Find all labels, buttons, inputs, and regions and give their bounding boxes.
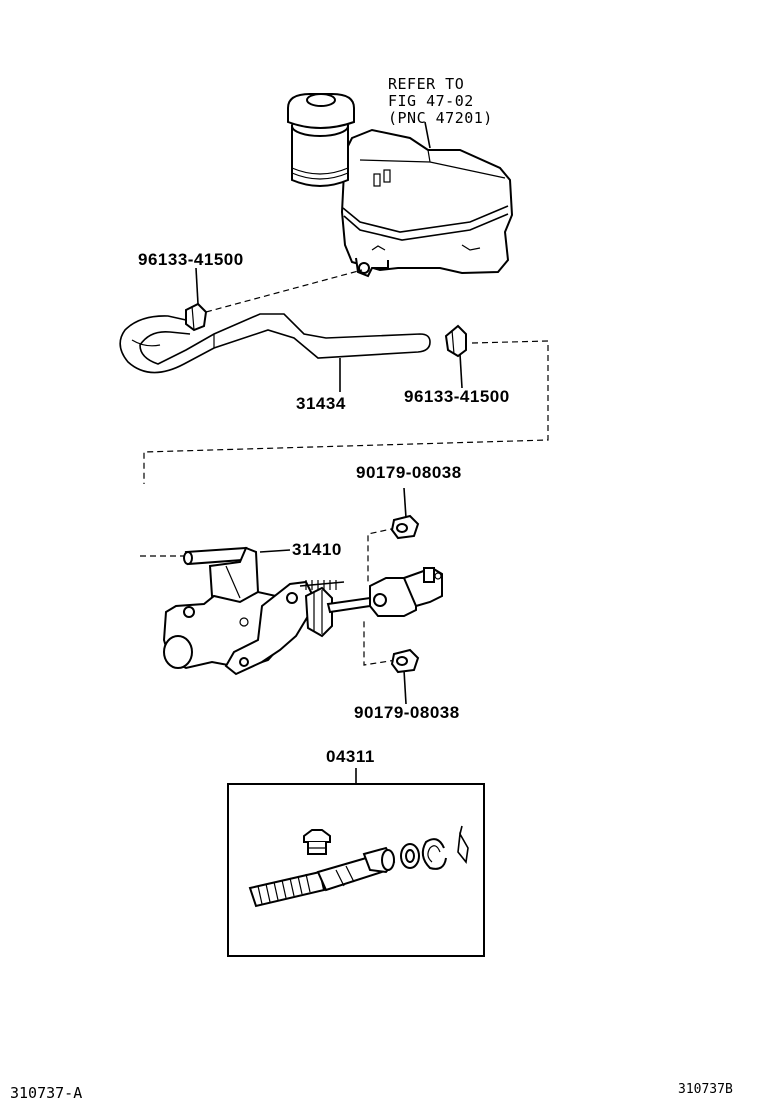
grommet-upper [390,514,420,540]
part-label-clip-upper: 96133-41500 [138,250,244,269]
reference-line-1: REFER TO [388,75,465,93]
part-label-clip-lower: 96133-41500 [404,387,510,406]
hose-31434 [119,313,431,374]
grommet-lower [390,648,420,674]
part-label-repair-kit: 04311 [326,747,375,766]
reference-line-3: (PNC 47201) [388,109,493,127]
reference-line-2: FIG 47-02 [388,92,474,110]
footer-left-code: 310737-A [10,1084,83,1102]
reference-note: REFER TO FIG 47-02 (PNC 47201) [388,76,493,127]
part-label-hose: 31434 [296,394,346,413]
reservoir-tank [287,93,514,278]
part-label-grommet-upper: 90179-08038 [356,463,462,482]
part-label-grommet-lower: 90179-08038 [354,703,460,722]
hose-clip-upper [185,302,208,332]
hose-clip-lower [444,324,467,358]
repair-kit-parts [248,825,469,908]
clutch-master-cylinder [162,546,443,676]
part-label-master-cylinder: 31410 [292,540,342,559]
footer-right-code: 310737B [678,1082,733,1097]
